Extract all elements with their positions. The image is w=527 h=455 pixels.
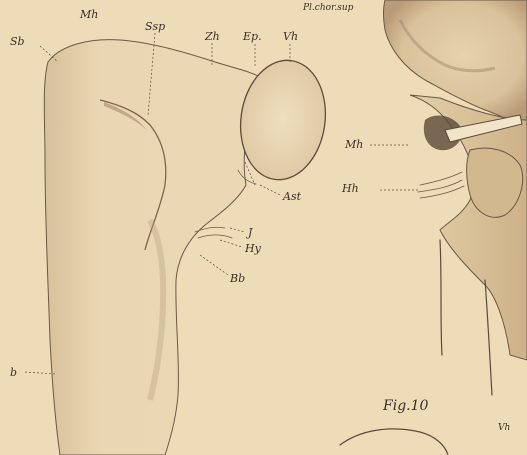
label-ast: Ast xyxy=(282,190,302,203)
label-vh-top: Vh xyxy=(283,30,298,43)
bottom-arc xyxy=(340,429,448,455)
label-zh: Zh xyxy=(204,30,220,43)
figure-caption: Fig.10 xyxy=(382,398,429,414)
label-mh-right: Mh xyxy=(344,138,363,151)
label-hy: Hy xyxy=(244,242,262,255)
label-pl-chor-sup: Pl.chor.sup xyxy=(302,3,354,13)
figure-drawing xyxy=(44,0,527,455)
label-b-left: b xyxy=(10,366,17,379)
right-edge-line xyxy=(440,240,442,355)
right-far-edge xyxy=(485,280,492,395)
label-j: J xyxy=(246,226,253,239)
label-vh-bottom: Vh xyxy=(498,423,510,433)
brain-mass xyxy=(384,0,527,121)
label-hh: Hh xyxy=(341,182,359,195)
label-sb: Sb xyxy=(10,35,25,48)
label-mh-top: Mh xyxy=(79,8,98,21)
label-ssp: Ssp xyxy=(145,20,165,33)
label-bb: Bb xyxy=(229,272,245,285)
label-ep: Ep. xyxy=(242,30,262,43)
hh-fronds xyxy=(418,172,464,198)
